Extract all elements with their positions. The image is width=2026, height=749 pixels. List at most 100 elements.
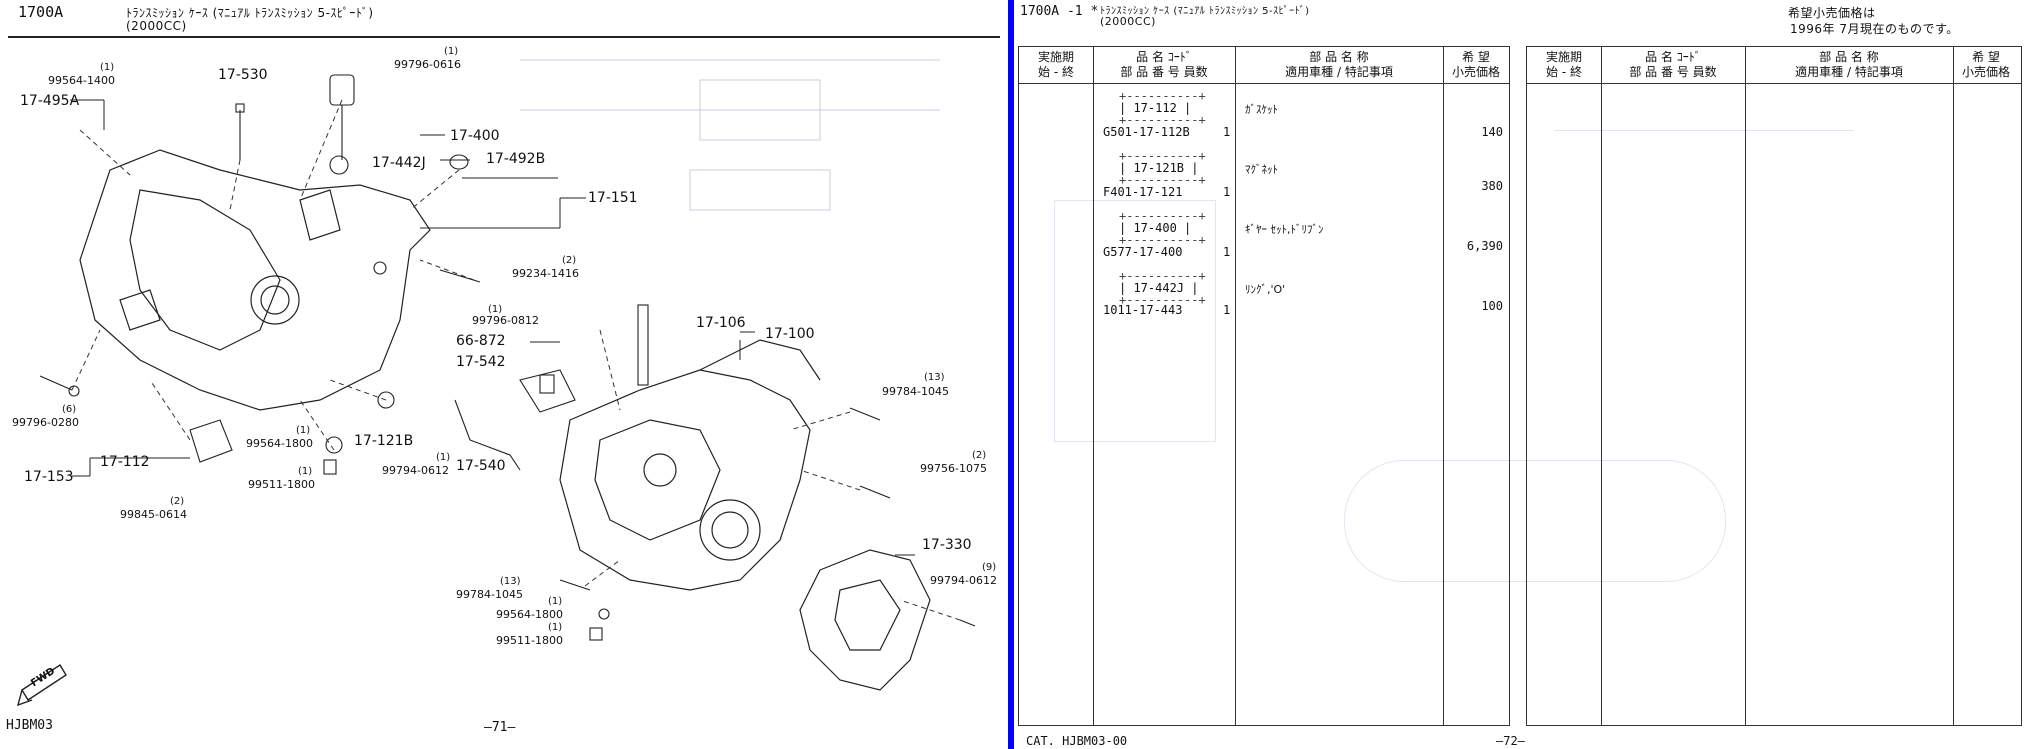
callout-part: 17-542 (456, 354, 506, 370)
col-header-code: 品 名 ｺｰﾄﾞ部 品 番 号 員数 (1120, 50, 1208, 79)
callout-part: 17-151 (588, 190, 638, 206)
callout-part: 99784-1045 (456, 588, 523, 601)
col-divider (1093, 47, 1094, 725)
callout-qty: (1) (100, 62, 115, 73)
table-header-rule (1019, 83, 1509, 84)
callout-qty: (1) (298, 466, 313, 477)
part-price: 100 (1481, 299, 1503, 313)
leader-lines (70, 99, 915, 556)
callout-part: 99845-0614 (120, 508, 187, 521)
callout-qty: (1) (488, 304, 503, 315)
part-name: ｶﾞｽｹｯﾄ (1245, 103, 1278, 116)
page-subtitle: (2000CC) (126, 19, 187, 33)
callout-qty: (6) (62, 404, 77, 415)
parts-table-right: 実施期始 - 終 品 名 ｺｰﾄﾞ部 品 番 号 員数 部 品 名 称適用車種 … (1526, 46, 2022, 726)
callout-part: 99564-1400 (48, 74, 115, 87)
callout-qty: (13) (924, 372, 945, 383)
callout-part: 99756-1075 (920, 462, 987, 475)
footer-page-number: —71— (484, 720, 516, 735)
callout-qty: (1) (548, 596, 563, 607)
page-title: ﾄﾗﾝｽﾐｯｼｮﾝ ｹｰｽ (ﾏﾆｭｱﾙ ﾄﾗﾝｽﾐｯｼｮﾝ 5-ｽﾋﾟｰﾄﾞ) (126, 6, 374, 20)
callout-part: 99564-1800 (246, 437, 313, 450)
col-header-name: 部 品 名 称適用車種 / 特記事項 (1795, 50, 1903, 79)
callout-part: 99796-0616 (394, 58, 461, 71)
housing-right (559, 339, 821, 591)
callout-part: 66-872 (456, 333, 506, 349)
callout-part: 17-100 (765, 326, 815, 342)
code-box-top: +----------+ (1119, 269, 1206, 283)
callout-part: 99784-1045 (882, 385, 949, 398)
callout-part: 99511-1800 (496, 634, 563, 647)
col-header-price: 希 望小売価格 (1961, 50, 2010, 79)
footer-catalog-code: HJBM03 (6, 718, 53, 733)
col-divider (1235, 47, 1236, 725)
part-qty: 1 (1223, 185, 1231, 199)
callout-part: 99794-0612 (382, 464, 449, 477)
small-parts (39, 74, 976, 641)
part-price: 6,390 (1466, 239, 1503, 253)
part-code: | 17-400 | (1119, 221, 1192, 235)
callout-part: 17-153 (24, 469, 74, 485)
part-price: 380 (1481, 179, 1503, 193)
callout-qty: (2) (562, 255, 577, 266)
page-title: ﾄﾗﾝｽﾐｯｼｮﾝ ｹｰｽ (ﾏﾆｭｱﾙ ﾄﾗﾝｽﾐｯｼｮﾝ 5-ｽﾋﾟｰﾄﾞ) (1100, 6, 1310, 17)
part-qty: 1 (1223, 303, 1231, 317)
callout-part: 99564-1800 (496, 608, 563, 621)
col-header-period: 実施期始 - 終 (1037, 50, 1074, 79)
callout-part: 17-330 (922, 537, 972, 553)
callout-part: 99794-0612 (930, 574, 997, 587)
callout-qty: (1) (296, 425, 311, 436)
callout-part: 17-121B (354, 433, 414, 449)
col-header-period: 実施期始 - 終 (1545, 50, 1582, 79)
ghost-bleedthrough (1554, 130, 1854, 139)
part-number: G501-17-112B (1103, 125, 1190, 139)
code-box-bottom: +----------+ (1119, 233, 1206, 247)
col-header-code: 品 名 ｺｰﾄﾞ部 品 番 号 員数 (1629, 50, 1717, 79)
col-divider (1953, 47, 1954, 725)
code-box-top: +----------+ (1119, 149, 1206, 163)
part-code: | 17-112 | (1119, 101, 1192, 115)
fwd-arrow-icon (16, 664, 67, 707)
code-box-top: +----------+ (1119, 89, 1206, 103)
leader-lines-dashed (71, 99, 961, 621)
callout-part: 99796-0812 (472, 314, 539, 327)
col-divider (1443, 47, 1444, 725)
callout-part: 17-492B (486, 151, 546, 167)
callout-qty: (1) (444, 46, 459, 57)
part-name: ｷﾞﾔｰ ｾｯﾄ,ﾄﾞﾘﾌﾞﾝ (1245, 223, 1324, 236)
col-header-name: 部 品 名 称適用車種 / 特記事項 (1285, 50, 1393, 79)
part-name: ﾘﾝｸﾞ,'O' (1245, 283, 1286, 296)
callout-qty: (2) (170, 496, 185, 507)
part-number: F401-17-121 (1103, 185, 1183, 199)
callout-part: 17-530 (218, 67, 268, 83)
callout-part: 99796-0280 (12, 416, 79, 429)
part-qty: 1 (1223, 125, 1231, 139)
callout-qty: (1) (548, 622, 563, 633)
part-price: 140 (1481, 125, 1503, 139)
ghost-bleedthrough (1344, 460, 1726, 582)
callout-part: 17-495A (20, 93, 80, 109)
page-code: 1700A (18, 3, 64, 21)
left-catalog-page: 1700A ﾄﾗﾝｽﾐｯｼｮﾝ ｹｰｽ (ﾏﾆｭｱﾙ ﾄﾗﾝｽﾐｯｼｮﾝ 5-ｽ… (0, 0, 1008, 749)
header-rule (8, 36, 1000, 38)
right-catalog-page: 1700A -1 * ﾄﾗﾝｽﾐｯｼｮﾝ ｹｰｽ (ﾏﾆｭｱﾙ ﾄﾗﾝｽﾐｯｼｮ… (1014, 0, 2026, 749)
col-header-price: 希 望小売価格 (1451, 50, 1500, 79)
code-box-bottom: +----------+ (1119, 293, 1206, 307)
part-number: G577-17-400 (1103, 245, 1183, 259)
price-notice-line1: 希望小売価格は (1788, 6, 1876, 20)
part-code: | 17-121B | (1119, 161, 1199, 175)
part-name: ﾏｸﾞﾈｯﾄ (1245, 163, 1278, 176)
callout-qty: (13) (500, 576, 521, 587)
ghost-bleedthrough (520, 59, 940, 211)
callout-part: 17-442J (372, 155, 426, 171)
callout-part: 17-540 (456, 458, 506, 474)
code-box-top: +----------+ (1119, 209, 1206, 223)
footer-page-number: —72— (1496, 734, 1525, 748)
callout-qty: (2) (972, 450, 987, 461)
part-code: | 17-442J | (1119, 281, 1199, 295)
code-box-bottom: +----------+ (1119, 173, 1206, 187)
callout-part: 99511-1800 (248, 478, 315, 491)
exploded-parts-diagram (16, 59, 976, 707)
callout-part: 17-106 (696, 315, 746, 331)
page-subtitle: (2000CC) (1100, 15, 1156, 28)
